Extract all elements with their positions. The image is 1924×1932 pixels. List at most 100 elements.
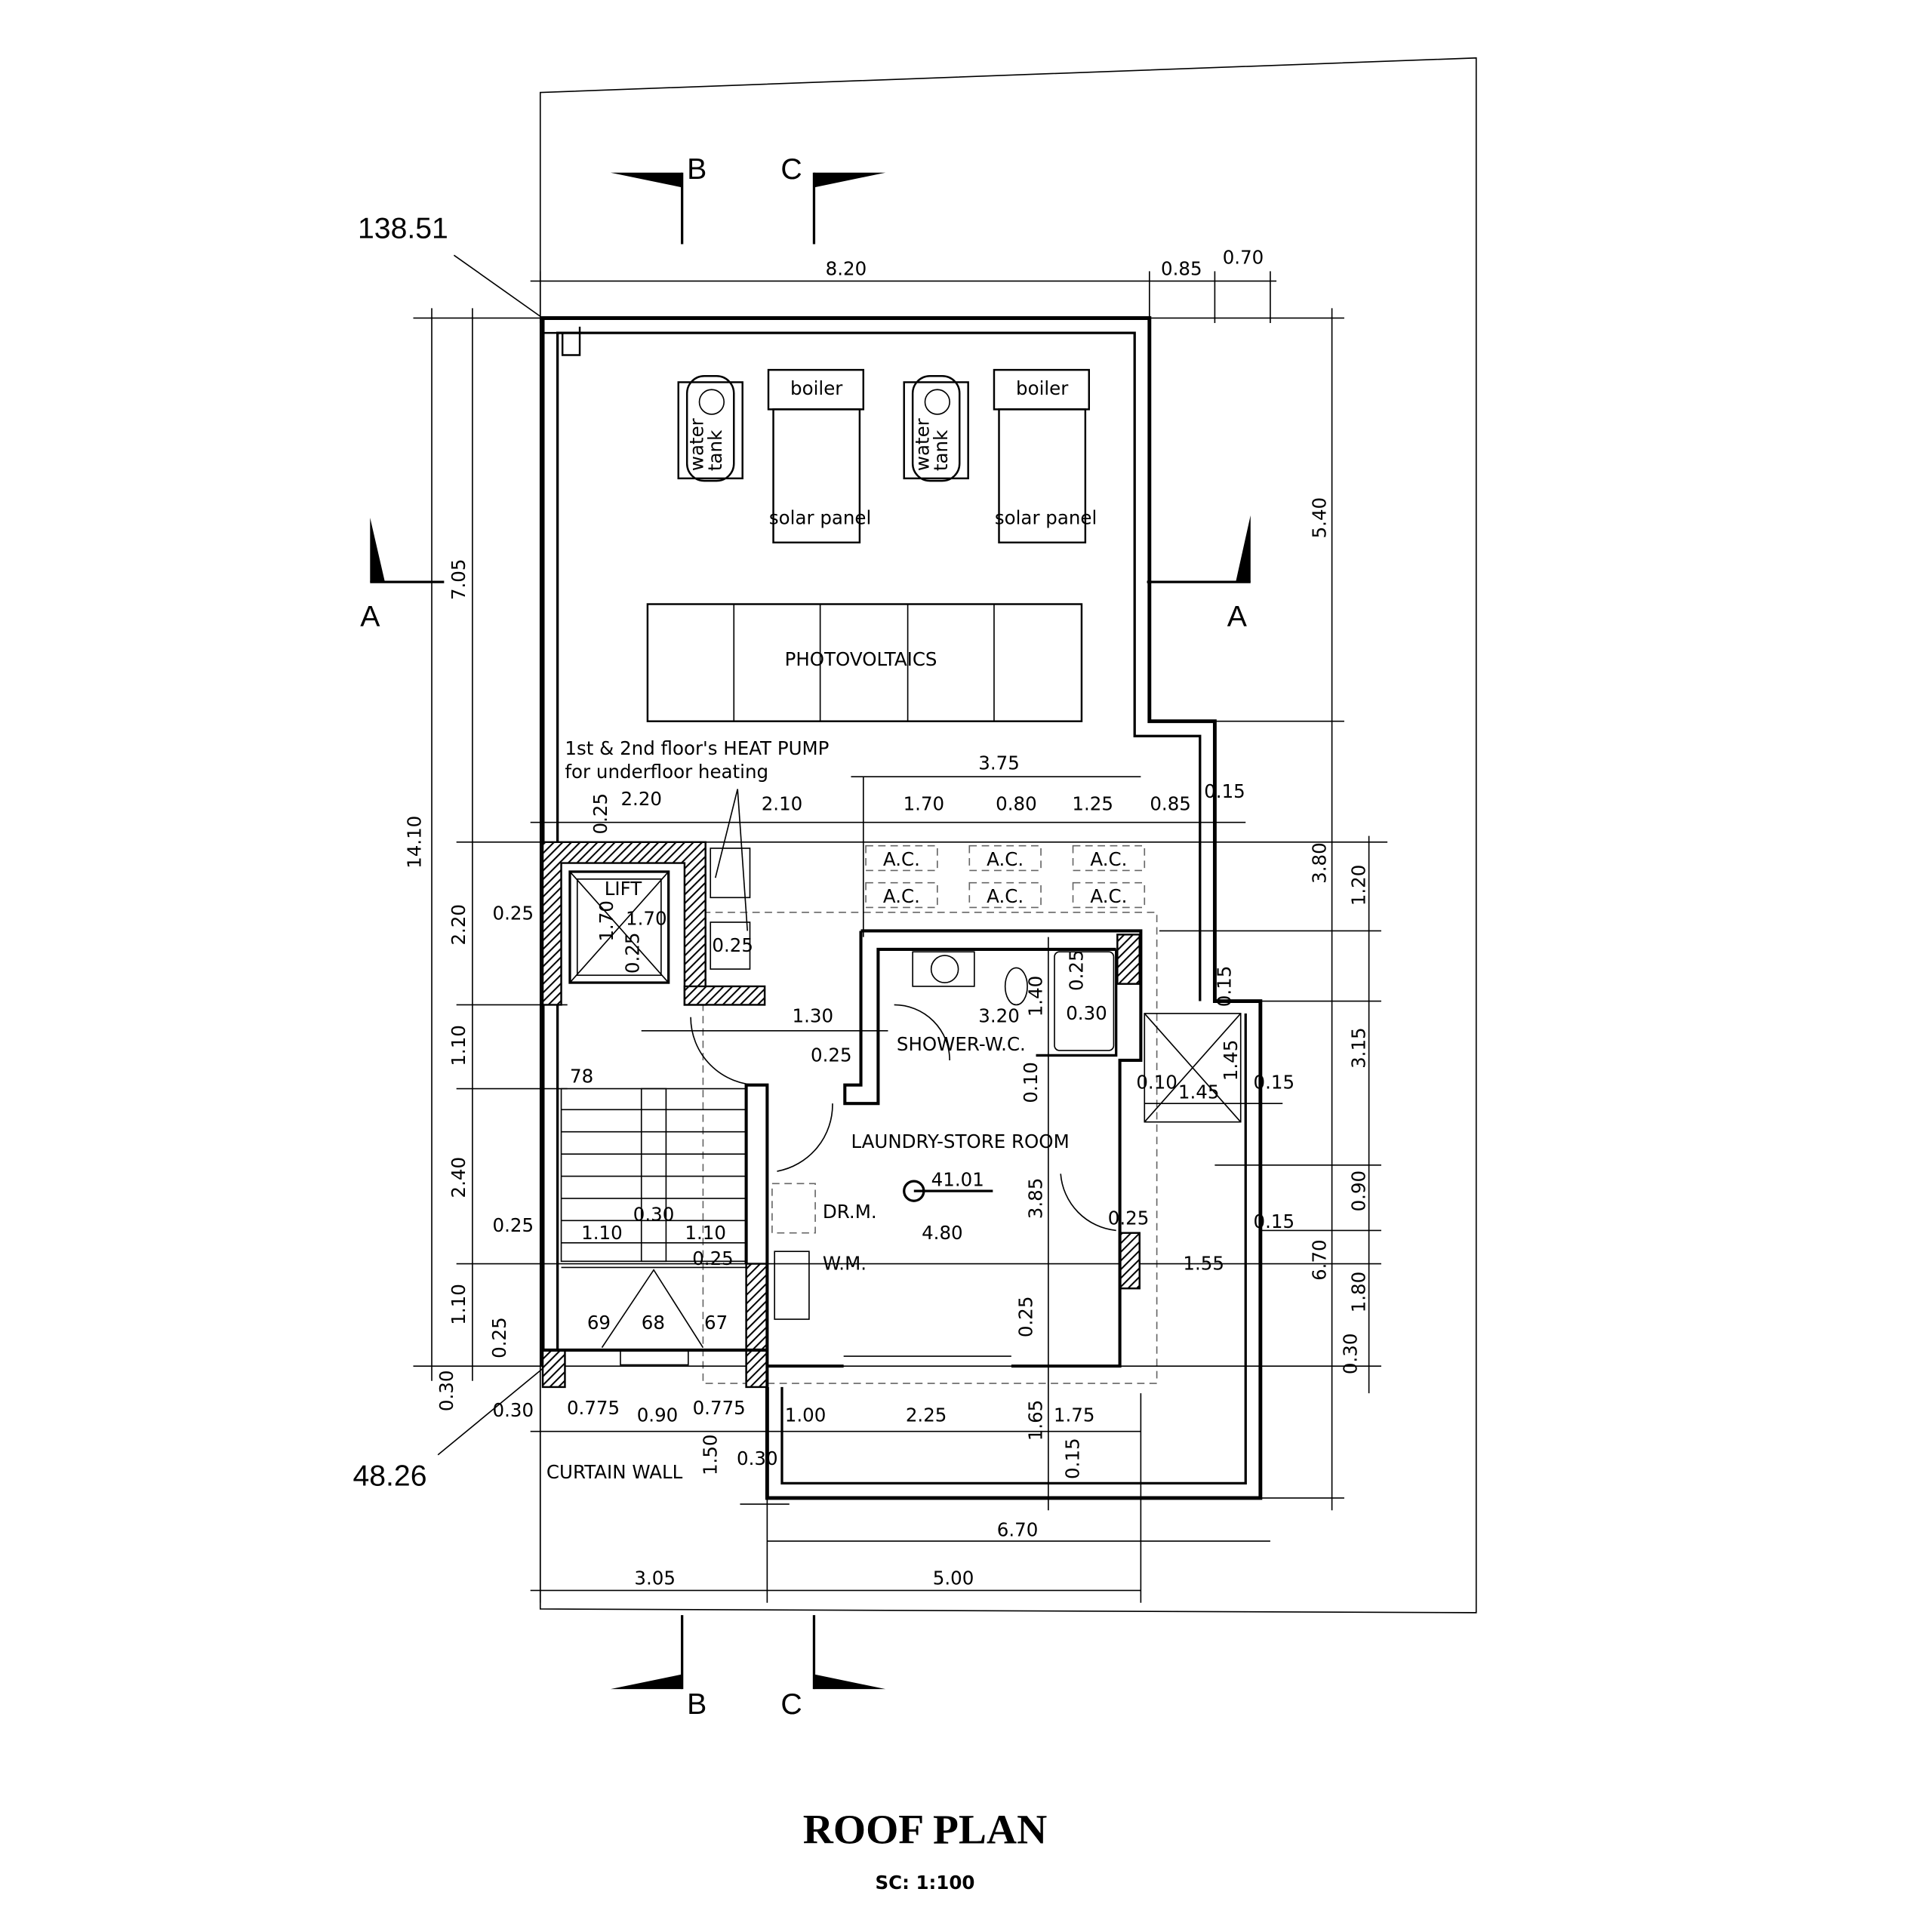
section-a-right: A: [1227, 601, 1248, 633]
solar-panel-label: solar panel: [769, 506, 871, 528]
section-b-bottom: B: [687, 1688, 706, 1721]
ac-unit-label: A.C.: [1090, 885, 1127, 907]
dimension-label: 1.10: [685, 1222, 726, 1244]
dimension-label: 6.70: [997, 1519, 1039, 1541]
shower-wc-label: SHOWER-W.C.: [897, 1033, 1026, 1055]
step-number: 78: [570, 1065, 593, 1087]
ac-unit-box: [968, 881, 1042, 909]
dimension-label: 1.70: [596, 900, 617, 942]
dimension-label: 0.10: [1136, 1072, 1177, 1094]
dimension-label: 1.25: [1072, 792, 1113, 814]
dimension-label: 1.10: [448, 1025, 469, 1066]
dimension-label: 1.45: [1178, 1081, 1220, 1103]
dimension-label: 0.25: [692, 1247, 734, 1269]
dimension-label: 3.20: [978, 1004, 1020, 1026]
dimension-label: 0.25: [488, 1317, 510, 1358]
section-c-bottom: C: [780, 1688, 802, 1721]
solar-panel-label: solar panel: [995, 506, 1097, 528]
dimension-label: 0.25: [1015, 1297, 1037, 1338]
laundry-store-room-label: LAUNDRY-STORE ROOM: [851, 1131, 1069, 1152]
dimension-label: 0.15: [1254, 1072, 1295, 1094]
site-boundary: [539, 57, 1477, 1614]
ac-unit-label: A.C.: [987, 885, 1024, 907]
ac-unit-label: A.C.: [987, 848, 1024, 870]
washing-machine-label: W.M.: [823, 1253, 867, 1275]
ac-unit-label: A.C.: [883, 885, 920, 907]
level-top: 138.51: [358, 212, 448, 245]
step-number: 67: [704, 1312, 728, 1334]
dimension-label: 0.90: [1348, 1171, 1370, 1212]
drawing-title: ROOF PLAN: [803, 1807, 1047, 1853]
ac-unit-label: A.C.: [1090, 848, 1127, 870]
dimension-label: 0.30: [1339, 1334, 1361, 1375]
section-markers: A A B C B C: [360, 153, 1251, 1721]
dimension-label: 2.10: [762, 792, 803, 814]
water-tank-label: tank: [704, 429, 726, 471]
dimension-label: 1.75: [1054, 1404, 1095, 1426]
dimension-label: 3.75: [978, 752, 1020, 774]
photovoltaics-label: PHOTOVOLTAICS: [785, 648, 937, 670]
dimension-label: 0.85: [1161, 257, 1202, 279]
dimension-label: 0.15: [1254, 1211, 1295, 1232]
dimension-label: 0.25: [493, 1214, 534, 1236]
section-c-top: C: [780, 153, 802, 186]
dimension-label: 0.30: [1066, 1002, 1107, 1024]
water-tank-label: tank: [930, 429, 952, 471]
dimension-label: 5.40: [1308, 497, 1330, 539]
dimension-label: 0.25: [590, 793, 611, 835]
dimension-label: 0.25: [493, 903, 534, 924]
dimension-label: 2.25: [906, 1404, 947, 1426]
dimension-label: 1.10: [581, 1222, 623, 1244]
dimension-label: 0.25: [621, 933, 643, 974]
dimension-label: 1.40: [1025, 976, 1047, 1017]
dimension-label: 0.15: [1062, 1438, 1084, 1479]
water-tank-label: water: [685, 417, 707, 471]
dimension-label: 2.20: [620, 788, 662, 810]
roof-equipment: [646, 368, 1090, 970]
dimension-label: 6.70: [1308, 1239, 1330, 1281]
dimension-label: 0.30: [737, 1447, 778, 1469]
level-bottom: 48.26: [352, 1460, 426, 1493]
dimension-label: 1.50: [699, 1434, 721, 1475]
heat-pump-label: for underfloor heating: [565, 761, 768, 783]
heat-pump-label: 1st & 2nd floor's HEAT PUMP: [565, 737, 829, 759]
dimension-label: 0.15: [1204, 780, 1245, 802]
dimension-label: 0.25: [712, 934, 753, 956]
dimension-label: 1.45: [1220, 1040, 1242, 1081]
dimension-label: 0.10: [1020, 1062, 1042, 1103]
dimension-label: 0.80: [996, 792, 1037, 814]
drawing-scale: SC: 1:100: [876, 1872, 975, 1894]
water-tank-label: water: [911, 417, 933, 471]
dimension-label: 5.00: [933, 1567, 974, 1589]
level-floor: 41.01: [931, 1169, 984, 1191]
dimension-label: 8.20: [826, 257, 867, 279]
dimension-label: 1.55: [1183, 1253, 1224, 1275]
dimension-lines: [413, 254, 1388, 1603]
dimension-label: 1.00: [785, 1404, 827, 1426]
dimension-label: 2.40: [448, 1157, 469, 1198]
dimension-label: 7.05: [448, 559, 469, 601]
dimension-label: 1.30: [793, 1004, 834, 1026]
core-walls: [541, 841, 1242, 1389]
step-number: 68: [642, 1312, 665, 1334]
dimension-label: 0.775: [567, 1397, 620, 1419]
lift-label: LIFT: [605, 878, 643, 900]
dimension-label: 3.05: [634, 1567, 676, 1589]
dimension-label: 1.20: [1348, 865, 1370, 906]
step-number: 69: [587, 1312, 611, 1334]
dimension-label: 0.25: [1108, 1207, 1150, 1229]
curtain-wall-label: CURTAIN WALL: [546, 1461, 683, 1483]
dimension-label: 0.85: [1150, 792, 1191, 814]
section-b-top: B: [687, 153, 706, 186]
dimension-label: 4.80: [922, 1222, 963, 1244]
dimension-label: 1.80: [1348, 1272, 1370, 1313]
dimension-label: 1.70: [626, 907, 667, 929]
labels: 138.51 48.26 41.01 boiler boiler water t…: [352, 212, 1369, 1589]
dimension-label: 3.80: [1308, 842, 1330, 884]
dimension-label: 3.85: [1025, 1178, 1047, 1220]
dimension-label: 0.25: [811, 1044, 852, 1066]
dimension-label: 0.30: [436, 1371, 457, 1412]
dimension-label: 0.70: [1223, 247, 1264, 269]
dimension-label: 0.30: [633, 1203, 675, 1225]
